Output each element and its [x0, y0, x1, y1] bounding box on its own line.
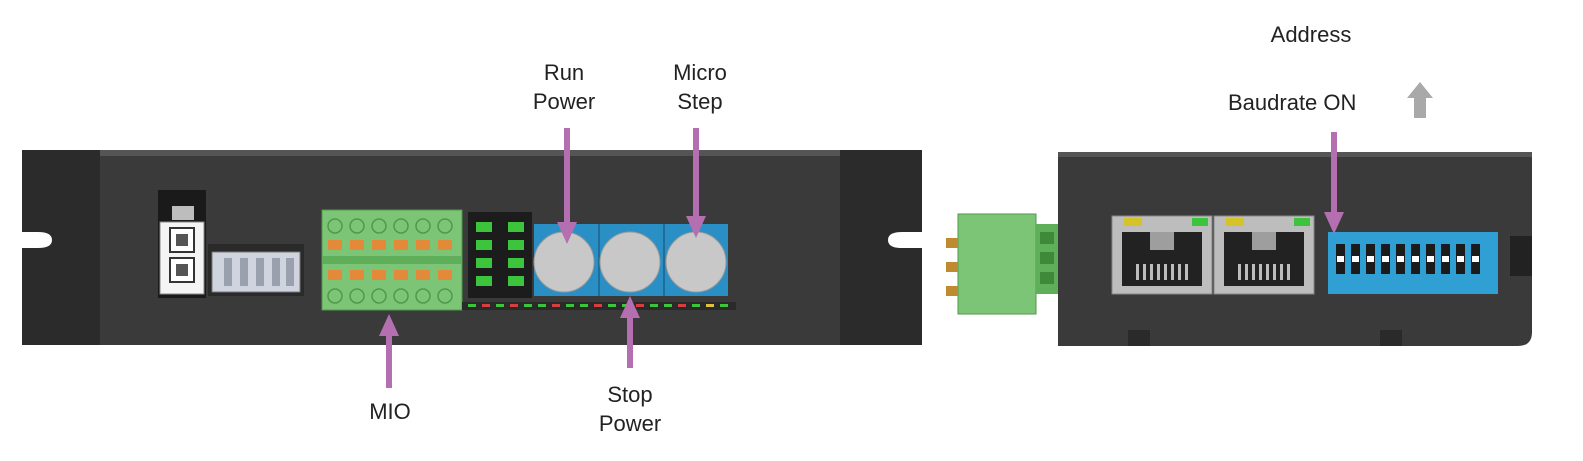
label-run-power-line1: Run [543, 60, 585, 85]
dip-switch-block [1328, 232, 1498, 294]
label-micro-step-line1: Micro [673, 60, 727, 85]
label-mio: MIO [369, 399, 411, 424]
label-run-power-line2: Power [532, 89, 596, 114]
stop-power-knob [599, 231, 661, 293]
left-mounting-flange [22, 150, 100, 345]
right-mounting-flange [840, 150, 922, 345]
label-stop-power-line2: Power [598, 411, 662, 436]
led-indicator-block [468, 212, 532, 298]
mio-pointer [379, 314, 399, 388]
label-stop-power: Stop Power [588, 380, 672, 438]
up-arrow-icon [1407, 82, 1433, 118]
front-view [22, 150, 922, 345]
label-run-power: Run Power [528, 58, 600, 116]
micro-step-knob [665, 231, 727, 293]
label-address: Address [1270, 22, 1352, 47]
baudrate-pointer [1324, 132, 1344, 234]
run-power-pointer [557, 128, 577, 244]
motor-connector [208, 244, 304, 296]
status-led-strip [462, 302, 736, 310]
micro-step-pointer [686, 128, 706, 238]
ethernet-port-1 [1111, 215, 1213, 295]
side-terminal-plug [946, 213, 1058, 315]
label-stop-power-line1: Stop [607, 382, 653, 407]
label-baudrate-on: Baudrate ON [1228, 90, 1357, 115]
label-micro-step-line2: Step [677, 89, 723, 114]
label-micro-step: Micro Step [660, 58, 740, 116]
stop-power-pointer [620, 296, 640, 368]
side-view [946, 152, 1532, 346]
mio-terminal-block [321, 209, 463, 311]
power-connector [158, 190, 206, 298]
ethernet-port-2 [1213, 215, 1315, 295]
run-power-knob [533, 231, 595, 293]
